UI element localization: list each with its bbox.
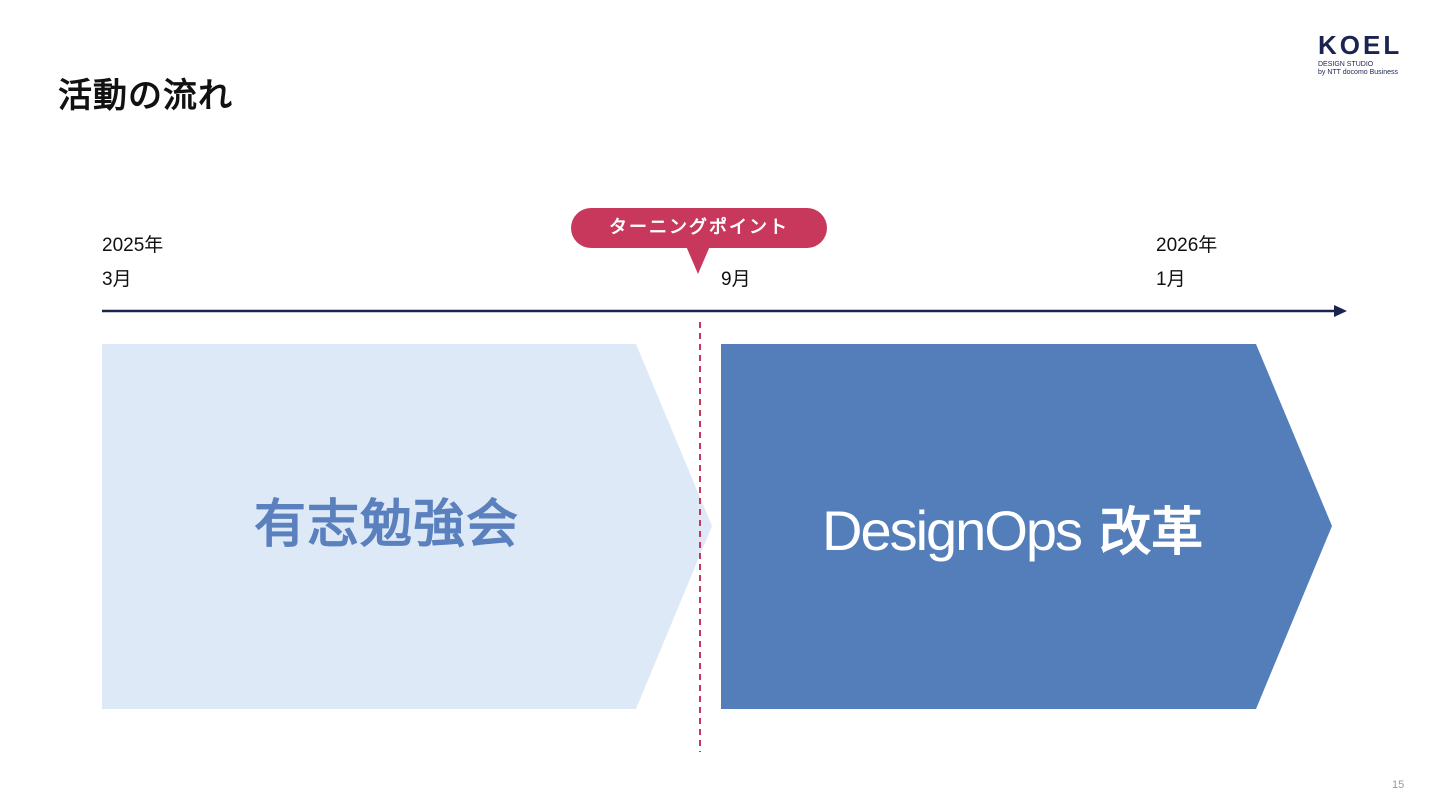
logo-subtitle: DESIGN STUDIO by NTT docomo Business — [1318, 61, 1418, 77]
end-month: 1月 — [1156, 269, 1186, 290]
phase-2-label-ja: 改革 — [1099, 503, 1204, 563]
phase-2-arrow — [721, 344, 1332, 709]
phase-2-label: DesignOps 改革 — [822, 503, 1203, 560]
phase-1-arrow — [102, 344, 712, 709]
end-date-label: 2026年 1月 — [1156, 229, 1217, 297]
start-year: 2025年 — [102, 235, 164, 256]
page-number: 15 — [1392, 779, 1405, 791]
phase-1-label: 有志勉強会 — [254, 495, 520, 555]
logo-subtitle-line-2: by NTT docomo Business — [1318, 69, 1399, 77]
start-month: 3月 — [102, 269, 132, 290]
timeline-arrowhead — [1334, 305, 1347, 317]
end-year: 2026年 — [1156, 235, 1218, 256]
turning-point-callout: ターニングポイント — [571, 208, 827, 248]
phase-2-label-en: DesignOps — [822, 499, 1083, 562]
koel-logo: KOEL DESIGN STUDIO by NTT docomo Busines… — [1318, 32, 1418, 77]
turning-point-callout-pointer — [686, 246, 710, 274]
logo-subtitle-line-1: DESIGN STUDIO — [1318, 61, 1374, 68]
middle-date-label: 9月 — [721, 263, 751, 297]
page-title: 活動の流れ — [58, 76, 233, 116]
start-date-label: 2025年 3月 — [102, 229, 163, 297]
logo-mark: KOEL — [1318, 30, 1403, 60]
middle-month: 9月 — [721, 269, 751, 290]
